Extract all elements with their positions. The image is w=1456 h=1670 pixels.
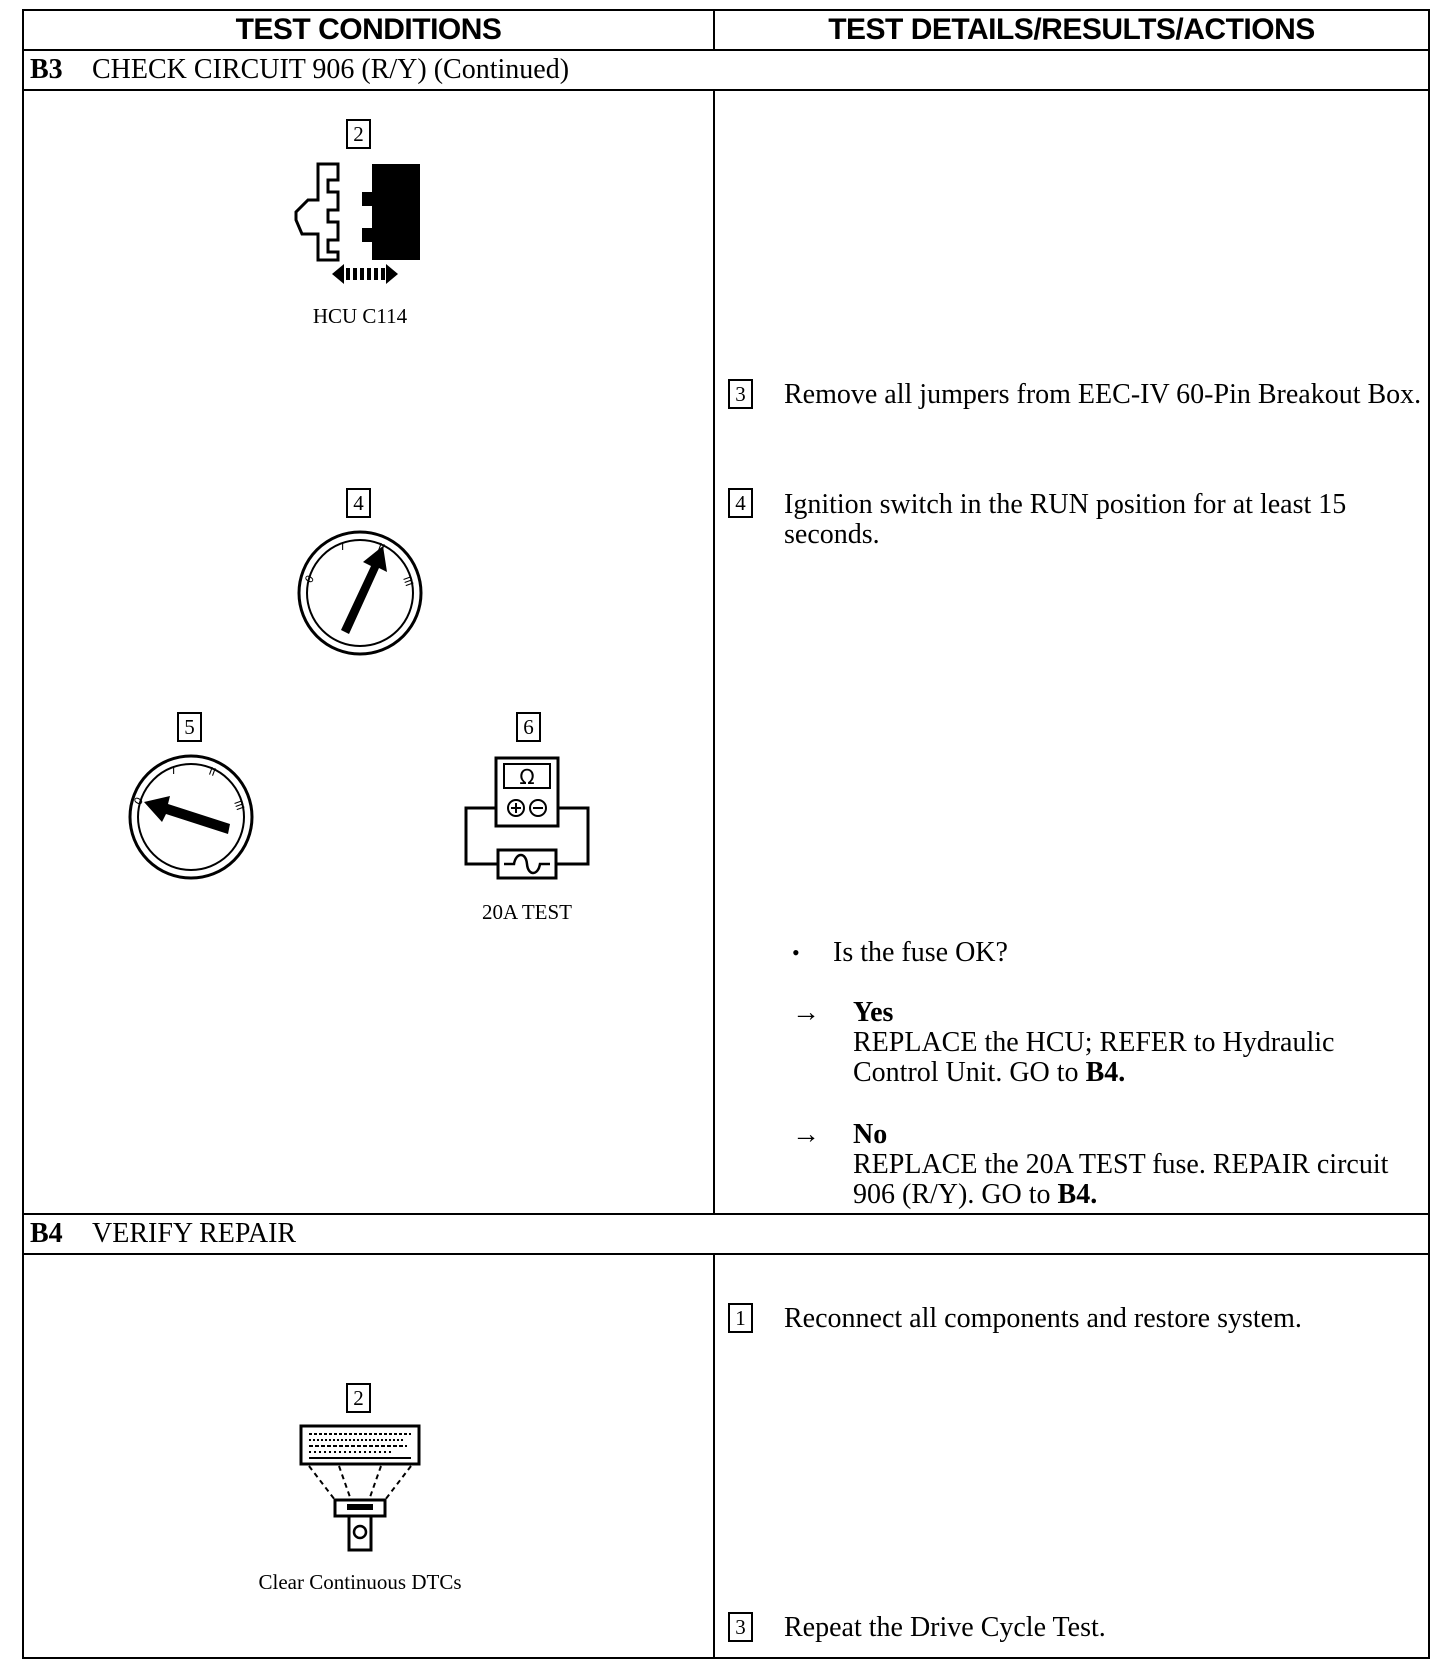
no-result: No REPLACE the 20A TEST fuse. REPAIR cir… — [853, 1120, 1393, 1210]
ignition-switch-run-icon: 0 I II III — [297, 530, 423, 656]
svg-text:II: II — [207, 765, 218, 779]
b3-fig2-number: 2 — [346, 119, 371, 149]
b3-step4-number: 4 — [728, 488, 753, 518]
b3-fig4-number: 4 — [346, 488, 371, 518]
header-test-details: TEST DETAILS/RESULTS/ACTIONS — [828, 13, 1315, 46]
question-bullet: • — [792, 940, 800, 965]
b4-title: VERIFY REPAIR — [92, 1218, 297, 1249]
question-text: Is the fuse OK? — [833, 937, 1008, 968]
ohm-symbol: Ω — [519, 765, 534, 789]
no-action: REPLACE the 20A TEST fuse. REPAIR circui… — [853, 1149, 1389, 1210]
no-goto-ref: B4 — [1057, 1179, 1091, 1210]
b3-title-divider — [22, 89, 1430, 91]
b3-title: CHECK CIRCUIT 906 (R/Y) (Continued) — [92, 54, 570, 85]
yes-result: Yes REPLACE the HCU; REFER to Hydraulic … — [853, 998, 1413, 1088]
column-divider-b3 — [713, 89, 715, 1214]
b4-fig2-number: 2 — [346, 1383, 371, 1413]
b3-fig5-number: 5 — [177, 712, 202, 742]
b4-step1-number: 1 — [728, 1303, 753, 1333]
b4-section-title: B4 VERIFY REPAIR — [30, 1215, 296, 1253]
b4-step1-text: Reconnect all components and restore sys… — [784, 1303, 1302, 1334]
b3-step3-text: Remove all jumpers from EEC-IV 60-Pin Br… — [784, 379, 1422, 410]
no-label: No — [853, 1119, 888, 1150]
yes-goto-ref: B4 — [1085, 1057, 1119, 1088]
b3-step3-number: 3 — [728, 379, 753, 409]
ignition-switch-off-icon: 0 I II III — [128, 754, 254, 880]
scan-tool-icon — [299, 1424, 421, 1552]
b4-step3-number: 3 — [728, 1612, 753, 1642]
svg-text:III: III — [231, 799, 247, 813]
b3-section-title: B3 CHECK CIRCUIT 906 (R/Y) (Continued) — [30, 51, 569, 89]
header-test-conditions: TEST CONDITIONS — [235, 13, 502, 46]
no-arrow: → — [792, 1119, 820, 1150]
svg-text:I: I — [172, 764, 175, 777]
yes-label: Yes — [853, 997, 894, 1028]
column-divider-b4 — [713, 1253, 715, 1659]
svg-text:I: I — [341, 540, 344, 553]
b4-title-divider — [22, 1253, 1430, 1255]
header-divider — [22, 49, 1430, 51]
ohmmeter-fuse-test-icon: Ω — [464, 756, 590, 880]
yes-action: REPLACE the HCU; REFER to Hydraulic Cont… — [853, 1027, 1335, 1088]
b4-code: B4 — [30, 1218, 63, 1249]
procedure-table — [22, 9, 1430, 1659]
b3-fig2-caption: HCU C114 — [312, 304, 408, 328]
b3-fig6-caption: 20A TEST — [481, 900, 573, 924]
connector-disconnect-icon — [294, 162, 420, 284]
svg-text:III: III — [400, 575, 416, 589]
column-divider-header — [713, 9, 715, 50]
b4-section-divider — [22, 1213, 1430, 1215]
b3-step4-text: Ignition switch in the RUN position for … — [784, 489, 1347, 550]
b4-step3-text: Repeat the Drive Cycle Test. — [784, 1612, 1106, 1643]
yes-arrow: → — [792, 997, 820, 1028]
b3-fig6-number: 6 — [516, 712, 541, 742]
b4-fig2-caption: Clear Continuous DTCs — [258, 1570, 462, 1594]
b3-code: B3 — [30, 54, 63, 85]
